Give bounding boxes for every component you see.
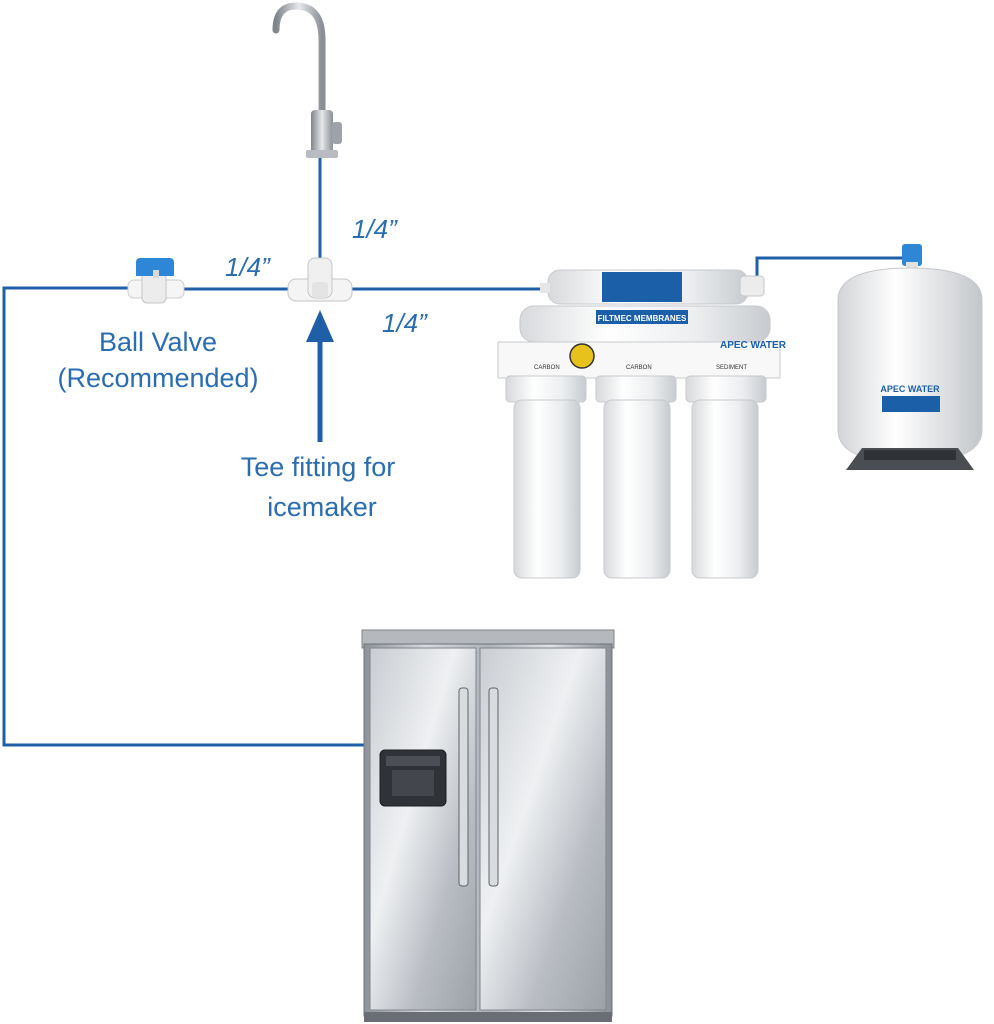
ball-valve-note: (Recommended) <box>57 363 258 393</box>
stage-2-label: CARBON <box>626 365 652 371</box>
fridge-supply-line <box>2 286 365 747</box>
membrane-label: FILTMEC MEMBRANES <box>598 314 687 323</box>
tee-fitting-label-line2: icemaker <box>267 492 377 522</box>
faucet-line-size-label: 1/4” <box>352 214 398 244</box>
ball-valve-label: Ball Valve <box>99 327 217 357</box>
system-line-size-label: 1/4” <box>382 308 428 338</box>
tee-fitting <box>287 257 353 302</box>
refrigerator <box>361 629 615 1022</box>
filter-canister <box>505 375 587 579</box>
stage-3-label: CARBON <box>534 365 560 371</box>
faucet <box>272 2 342 158</box>
stage-1-label: SEDIMENT <box>716 365 747 371</box>
storage-tank: APEC WATER <box>837 244 983 470</box>
filter-canister <box>685 375 767 579</box>
ro-brand-label: APEC WATER <box>720 340 787 351</box>
ro-filter-system: FILTMEC MEMBRANES APEC WATER CARBON CARB… <box>497 269 787 579</box>
ball-valve <box>127 258 185 304</box>
valve-line-size-label: 1/4” <box>225 252 271 282</box>
tank-brand-label: APEC WATER <box>880 384 940 394</box>
tee-arrow <box>306 310 334 442</box>
filter-canister <box>595 375 677 579</box>
ice-dispenser <box>379 749 447 807</box>
tee-fitting-label: Tee fitting for <box>241 452 396 482</box>
